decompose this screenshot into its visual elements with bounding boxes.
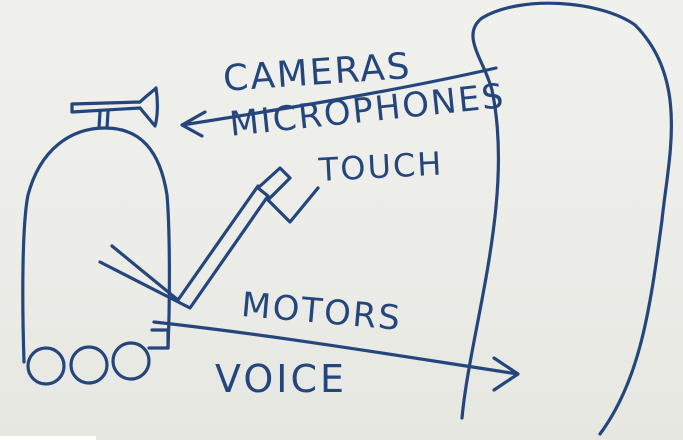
robot-wheel-left bbox=[28, 348, 64, 384]
robot-body-outline bbox=[23, 128, 170, 362]
robot-wheel-right bbox=[113, 343, 149, 379]
voice-label: VOICE bbox=[215, 360, 347, 398]
robot-wheel-middle bbox=[71, 347, 107, 383]
corner-strip bbox=[0, 436, 96, 440]
robot-base-connector bbox=[149, 330, 168, 348]
robot-neck bbox=[99, 112, 108, 128]
touch-arm bbox=[100, 168, 318, 308]
robot-head-sensor bbox=[72, 88, 157, 126]
touch-label: TOUCH bbox=[318, 147, 444, 185]
